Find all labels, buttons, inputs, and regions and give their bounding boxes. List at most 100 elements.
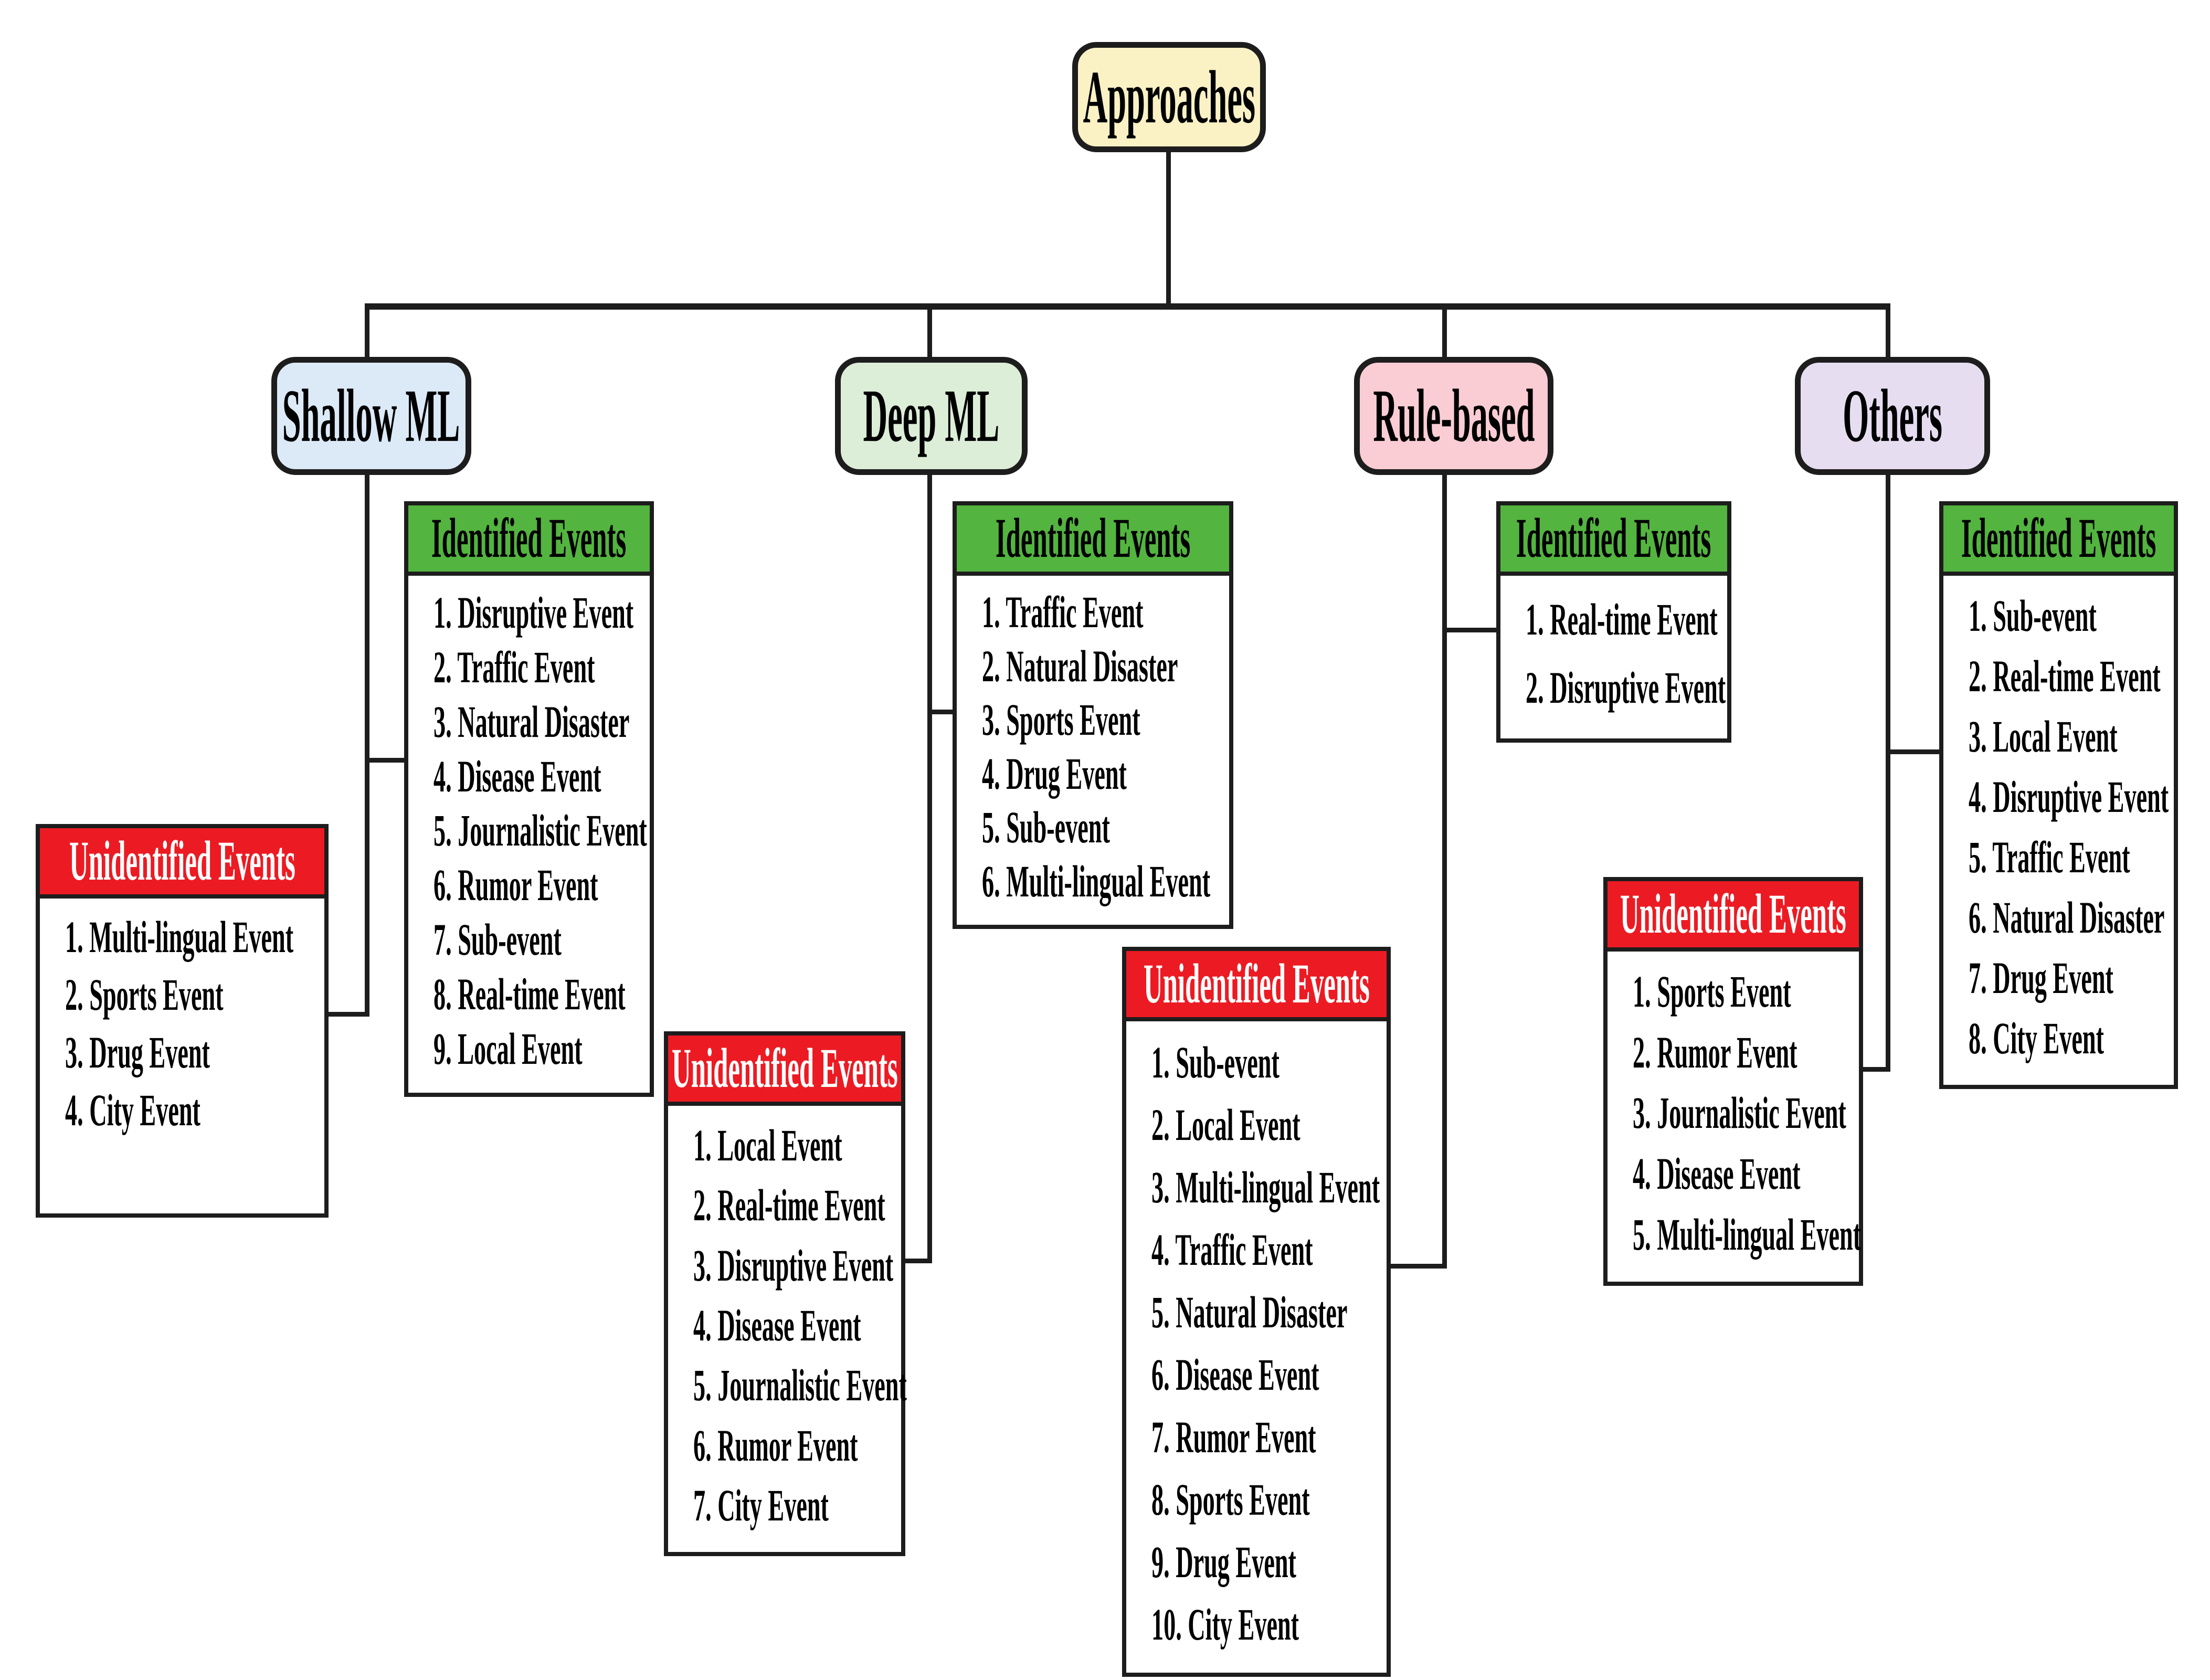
event-list: 1. Sports Event 2. Rumor Event 3. Journali…: [1608, 952, 1862, 1282]
event-list-item-label: 7. Rumor Event: [1151, 1413, 1316, 1463]
event-list-item: 3. Local Event: [1969, 714, 2169, 759]
event-list-item: 6. Rumor Event: [693, 1423, 896, 1468]
event-list-item-label: 7. City Event: [693, 1481, 829, 1531]
node-others-label: Others: [1843, 374, 1942, 458]
event-list-item-label: 3. Sports Event: [982, 695, 1140, 745]
event-list-item: 5. Journalistic Event: [433, 809, 647, 853]
event-list-item: 7. Drug Event: [1969, 956, 2169, 1000]
event-list: 1. Sub-event 2. Real-time Event 3. Local E…: [1943, 576, 2174, 1085]
event-list-item: 10. City Event: [1151, 1603, 1381, 1647]
event-list-item: 1. Sub-event: [1969, 594, 2169, 638]
event-list-item: 7. Sub-event: [433, 918, 644, 963]
event-list-item: 5. Traffic Event: [1969, 835, 2169, 880]
event-list-item-label: 9. Drug Event: [1151, 1538, 1296, 1588]
panel-header-identified: Identified Events: [957, 505, 1229, 576]
event-list-item: 2. Real-time Event: [1969, 654, 2169, 699]
event-list-item-label: 4. City Event: [65, 1086, 200, 1136]
event-list-item-label: 5. Multi-lingual Event: [1633, 1210, 1862, 1260]
event-list-item: 2. Traffic Event: [433, 646, 644, 690]
connector-shallow-unidentified: [325, 1012, 369, 1017]
event-list-item-label: 1. Sub-event: [1969, 591, 2097, 641]
event-list-item: 8. City Event: [1969, 1016, 2169, 1061]
event-list-item-label: 3. Natural Disaster: [433, 698, 630, 747]
event-list-item: 4. Disease Event: [1633, 1152, 1854, 1197]
event-list-item-label: 3. Disruptive Event: [693, 1241, 894, 1291]
event-list-item-label: 1. Local Event: [693, 1121, 842, 1171]
event-list-item-label: 2. Sports Event: [65, 970, 224, 1020]
event-list-item: 4. Traffic Event: [1151, 1228, 1381, 1273]
connector-root-stem: [1166, 151, 1171, 305]
event-list-item-label: 6. Multi-lingual Event: [982, 857, 1211, 907]
event-list-item: 5. Natural Disaster: [1151, 1291, 1381, 1335]
panel-header-identified: Identified Events: [1943, 505, 2174, 576]
event-list-item-label: 1. Sub-event: [1151, 1038, 1280, 1087]
event-list-item: 3. Drug Event: [65, 1031, 319, 1075]
node-approaches: Approaches: [1072, 42, 1266, 152]
connector-rule-trunk: [1442, 473, 1447, 1269]
connector-others-top: [1886, 303, 1890, 359]
event-list-item-label: 2. Local Event: [1151, 1101, 1300, 1150]
panel-header-label: Identified Events: [1516, 507, 1711, 569]
panel-header-unidentified: Unidentified Events: [1126, 951, 1387, 1021]
node-deep-ml: Deep ML: [835, 357, 1028, 475]
event-list-item: 2. Rumor Event: [1633, 1030, 1854, 1075]
event-list-item-label: 10. City Event: [1151, 1600, 1299, 1650]
panel-header-identified: Identified Events: [408, 505, 650, 576]
event-list-item: 7. City Event: [693, 1484, 896, 1528]
panel-header-unidentified: Unidentified Events: [40, 828, 324, 899]
event-list-item-label: 5. Journalistic Event: [693, 1361, 907, 1411]
event-list-item-label: 4. Disease Event: [433, 752, 601, 801]
event-list-item-label: 3. Journalistic Event: [1633, 1089, 1846, 1138]
event-list-item-label: 2. Disruptive Event: [1526, 663, 1726, 713]
event-list-item: 2. Local Event: [1151, 1103, 1381, 1147]
event-list-item: 1. Local Event: [693, 1124, 896, 1168]
event-list-item: 6. Natural Disaster: [1969, 895, 2169, 940]
connector-shallow-trunk: [365, 473, 369, 1017]
event-list-item: 1. Sports Event: [1633, 970, 1854, 1015]
event-list-item-label: 3. Local Event: [1969, 712, 2118, 762]
event-list-item: 1. Multi-lingual Event: [65, 915, 319, 960]
event-list-item-label: 8. Real-time Event: [433, 970, 626, 1020]
event-list-item-label: 3. Multi-lingual Event: [1151, 1163, 1380, 1213]
event-list-item-label: 1. Traffic Event: [982, 588, 1144, 638]
event-list-item: 2. Real-time Event: [693, 1184, 896, 1228]
connector-deep-unidentified: [902, 1259, 932, 1263]
event-list-item: 8. Sports Event: [1151, 1478, 1381, 1523]
event-list-item-label: 6. Rumor Event: [433, 861, 598, 911]
connector-others-trunk: [1886, 473, 1890, 1072]
node-deep-ml-label: Deep ML: [863, 374, 1000, 458]
event-list-item: 7. Rumor Event: [1151, 1415, 1381, 1460]
event-list-item-label: 4. Disease Event: [693, 1301, 861, 1351]
event-list-item-label: 5. Journalistic Event: [433, 806, 647, 856]
panel-header-unidentified: Unidentified Events: [668, 1036, 901, 1106]
event-list-item: 5. Journalistic Event: [693, 1364, 907, 1408]
event-list-item: 4. Disease Event: [433, 754, 644, 799]
connector-shallow-top: [365, 303, 369, 359]
event-list-item: 2. Natural Disaster: [982, 644, 1224, 689]
panel-others-identified-events: Identified Events 1. Sub-event 2. Real-ti…: [1939, 501, 2178, 1089]
connector-shallow-identified: [365, 758, 407, 763]
event-list-item-label: 7. Drug Event: [1969, 953, 2113, 1003]
node-shallow-ml-label: Shallow ML: [282, 374, 460, 458]
event-list-item-label: 2. Real-time Event: [1969, 651, 2161, 701]
event-list-item: 4. City Event: [65, 1089, 319, 1133]
event-list-item-label: 4. Disease Event: [1633, 1149, 1801, 1199]
event-list-item: 5. Sub-event: [982, 806, 1224, 850]
event-list-item-label: 2. Natural Disaster: [982, 642, 1178, 692]
event-list-item: 9. Drug Event: [1151, 1540, 1381, 1585]
event-list-item-label: 4. Traffic Event: [1151, 1225, 1313, 1275]
panel-header-label: Unidentified Events: [69, 830, 295, 892]
node-others: Others: [1795, 357, 1990, 475]
connector-rule-identified: [1442, 628, 1500, 632]
connector-rule-top: [1442, 303, 1447, 359]
event-list-item-label: 9. Local Event: [433, 1024, 583, 1074]
connector-deep-identified: [927, 710, 956, 714]
event-list-item-label: 3. Drug Event: [65, 1028, 210, 1078]
event-list-item-label: 2. Real-time Event: [693, 1181, 885, 1231]
